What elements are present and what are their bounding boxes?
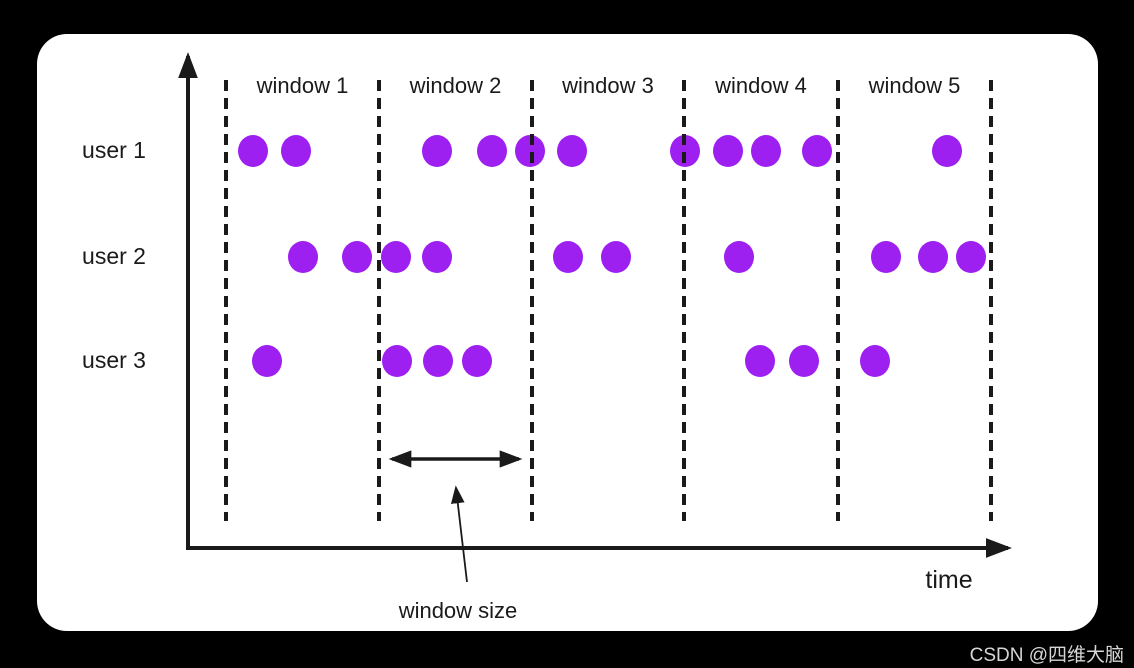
event-dot: [789, 345, 819, 377]
event-dot: [423, 345, 453, 377]
event-dot: [553, 241, 583, 273]
event-dot: [422, 241, 452, 273]
event-dot: [871, 241, 901, 273]
window-label-2: window 2: [409, 73, 502, 98]
window-boundary-line-6: [989, 80, 993, 521]
user-label-2: user 2: [82, 243, 146, 269]
window-size-label: window size: [398, 598, 518, 623]
window-boundary-line-3: [530, 80, 534, 521]
event-dot: [477, 135, 507, 167]
event-dot: [918, 241, 948, 273]
event-dot: [382, 345, 412, 377]
window-label-3: window 3: [562, 73, 654, 98]
window-boundary-line-1: [224, 80, 228, 521]
event-dot: [601, 241, 631, 273]
event-dot: [724, 241, 754, 273]
event-dot: [751, 135, 781, 167]
x-axis-label: time: [925, 566, 973, 594]
event-dot: [288, 241, 318, 273]
event-dot: [956, 241, 986, 273]
event-dot: [238, 135, 268, 167]
user-label-3: user 3: [82, 347, 146, 373]
event-dot: [713, 135, 743, 167]
user-label-1: user 1: [82, 137, 146, 163]
window-boundary-line-4: [682, 80, 686, 521]
window-label-1: window 1: [256, 73, 349, 98]
window-boundary-line-5: [836, 80, 840, 521]
event-dot: [932, 135, 962, 167]
event-dot: [557, 135, 587, 167]
event-dot: [745, 345, 775, 377]
watermark: CSDN @四维大脑: [969, 645, 1124, 666]
event-dot: [381, 241, 411, 273]
window-boundary-line-2: [377, 80, 381, 521]
event-dot: [802, 135, 832, 167]
event-dot: [342, 241, 372, 273]
window-label-5: window 5: [868, 73, 961, 98]
event-dot: [252, 345, 282, 377]
event-dot: [422, 135, 452, 167]
event-dot: [281, 135, 311, 167]
window-label-4: window 4: [715, 73, 807, 98]
event-dot: [462, 345, 492, 377]
event-dot: [860, 345, 890, 377]
figure-card: [37, 34, 1098, 631]
